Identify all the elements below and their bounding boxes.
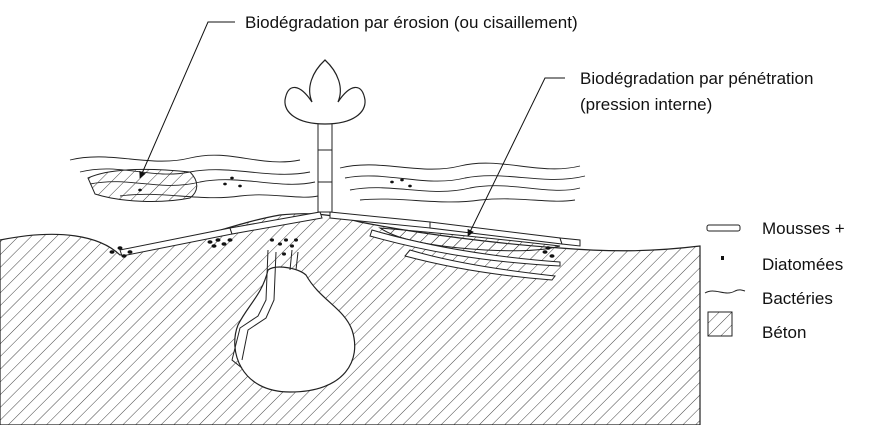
- legend-label-bacteries: Bactéries: [762, 289, 833, 308]
- erosion-arrow: [140, 22, 235, 178]
- penetration-label-line2: (pression interne): [580, 95, 712, 114]
- flower-bud: [285, 60, 365, 124]
- erosion-label: Biodégradation par érosion (ou cisaillem…: [245, 13, 578, 32]
- plant-stem: [318, 122, 332, 212]
- moss-bar-icon: [707, 225, 740, 231]
- hatched-square-icon: [708, 312, 732, 336]
- legend-label-beton: Béton: [762, 323, 806, 342]
- legend-label-mousses: Mousses +: [762, 219, 845, 238]
- concrete-ground: [0, 214, 700, 425]
- penetration-label-line1: Biodégradation par pénétration: [580, 69, 813, 88]
- diatom-dot-icon: [721, 256, 724, 260]
- legend: Mousses + Diatomées Bactéries Béton: [705, 219, 845, 342]
- penetration-arrow: [468, 78, 565, 236]
- bacteria-wave-icon: [705, 290, 745, 293]
- legend-label-diatomees: Diatomées: [762, 255, 843, 274]
